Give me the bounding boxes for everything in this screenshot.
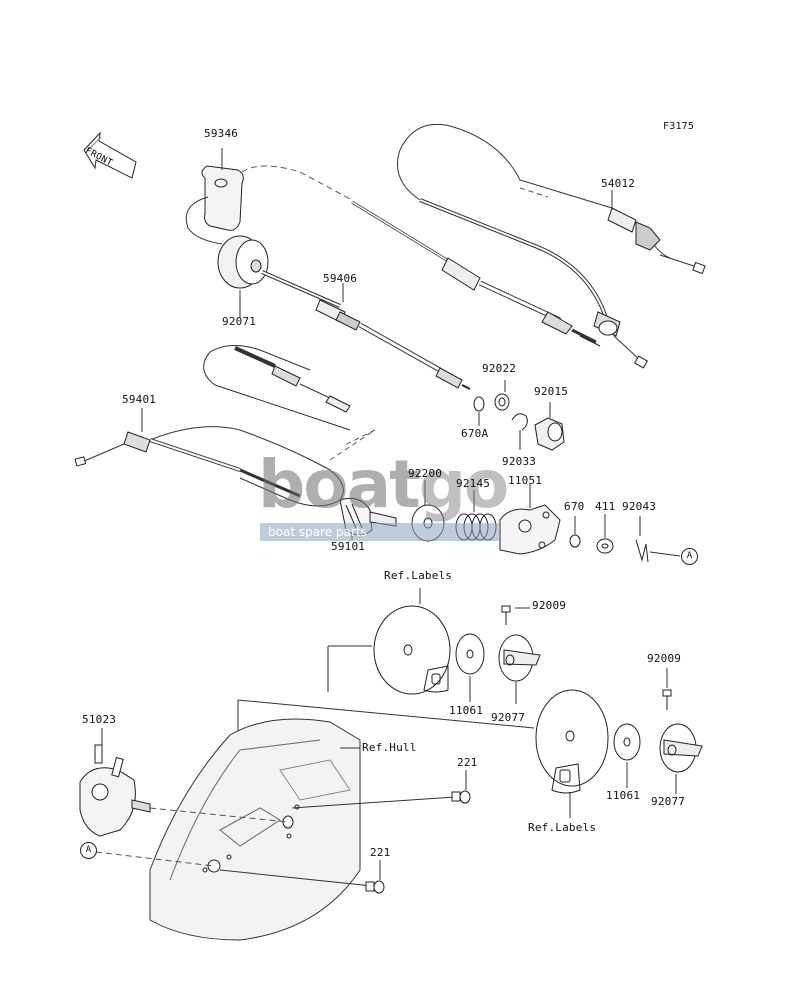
screw-221a	[451, 790, 471, 804]
watermark-tagline: boat spare parts	[260, 523, 500, 541]
part-221-top[interactable]: 221	[457, 756, 478, 769]
part-59101[interactable]: 59101	[331, 540, 366, 553]
cable-59406	[261, 270, 471, 390]
oring-670	[569, 534, 581, 548]
part-411[interactable]: 411	[595, 500, 616, 513]
part-59346[interactable]: 59346	[204, 127, 239, 140]
clip-92043	[635, 539, 649, 563]
part-670[interactable]: 670	[564, 500, 585, 513]
part-51023[interactable]: 51023	[82, 713, 117, 726]
front-arrow-icon	[83, 131, 137, 179]
part-92022[interactable]: 92022	[482, 362, 517, 375]
hull-shape	[149, 718, 361, 941]
spring-washer-92033	[511, 413, 528, 431]
nut-92015	[534, 417, 565, 451]
part-92009-top[interactable]: 92009	[532, 599, 567, 612]
ref-labels-bottom: Ref.Labels	[528, 821, 597, 834]
part-92033[interactable]: 92033	[502, 455, 537, 468]
cable-54012	[397, 123, 706, 369]
part-92200[interactable]: 92200	[408, 467, 443, 480]
screw-92009a	[501, 605, 511, 613]
part-59406[interactable]: 59406	[323, 272, 358, 285]
washer-11061b	[613, 723, 641, 761]
part-92015[interactable]: 92015	[534, 385, 569, 398]
ref-labels-top: Ref.Labels	[384, 569, 453, 582]
figure-code: F3175	[663, 121, 695, 132]
valve-51023	[79, 744, 151, 837]
part-221-bottom[interactable]: 221	[370, 846, 391, 859]
part-59401[interactable]: 59401	[122, 393, 157, 406]
washer-92022	[494, 393, 510, 411]
ref-hull: Ref.Hull	[362, 741, 417, 754]
part-92077-right[interactable]: 92077	[651, 795, 686, 808]
part-670A[interactable]: 670A	[461, 427, 489, 440]
oring-670A	[473, 396, 485, 412]
washer-11061a	[455, 633, 485, 675]
bracket-11051	[499, 504, 561, 555]
part-92009-right[interactable]: 92009	[647, 652, 682, 665]
watermark-brand-suffix: go	[418, 446, 510, 523]
knob-92077a	[498, 634, 541, 682]
part-92077-top[interactable]: 92077	[491, 711, 526, 724]
boot-92071	[217, 235, 269, 289]
washer-411	[596, 538, 614, 554]
part-92071[interactable]: 92071	[222, 315, 257, 328]
part-92043[interactable]: 92043	[622, 500, 657, 513]
callout-a-right[interactable]: A	[681, 548, 698, 565]
ref-labels-bottom-disk	[535, 689, 609, 794]
cable-59401	[74, 345, 351, 507]
part-11061-top[interactable]: 11061	[449, 704, 484, 717]
part-11051[interactable]: 11051	[508, 474, 543, 487]
watermark-logo: boatgo boat spare parts	[258, 452, 528, 544]
grommet-59346	[201, 165, 244, 231]
knob-92077b	[659, 723, 703, 773]
part-11061-right[interactable]: 11061	[606, 789, 641, 802]
watermark-brand: boat	[258, 446, 421, 523]
part-92145[interactable]: 92145	[456, 477, 491, 490]
callout-a-left[interactable]: A	[80, 842, 97, 859]
screw-92009b	[662, 689, 672, 697]
screw-221b	[365, 880, 385, 894]
ref-labels-top-disk	[373, 605, 451, 695]
part-54012[interactable]: 54012	[601, 177, 636, 190]
